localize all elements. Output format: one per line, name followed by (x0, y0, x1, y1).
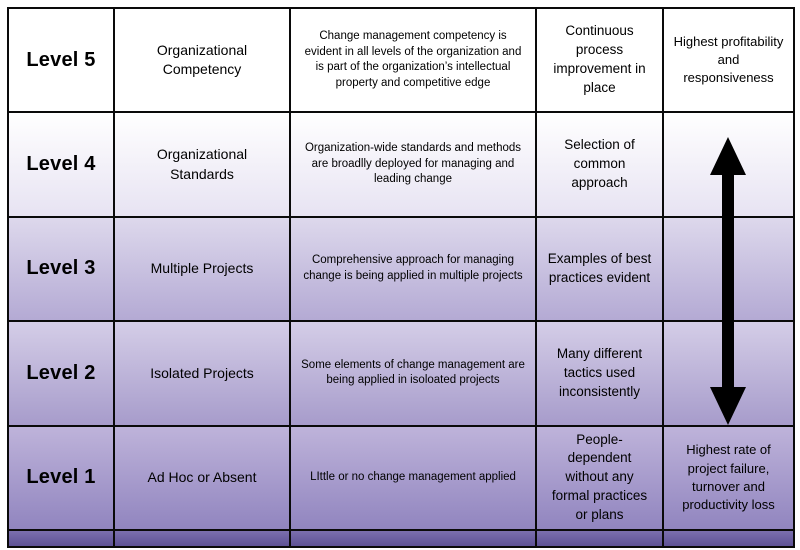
level-cell: Level 4 (9, 113, 115, 218)
footer-strip (664, 531, 793, 546)
maturity-name-cell: Multiple Projects (115, 217, 291, 323)
maturity-name-cell: Ad Hoc or Absent (115, 426, 291, 531)
characteristic-cell: Selection of common approach (537, 113, 664, 218)
description-cell: Comprehensive approach for managing chan… (291, 217, 537, 323)
level-cell: Level 2 (9, 322, 115, 427)
characteristic-cell: Continuous process improvement in place (537, 9, 664, 114)
outcome-cell (664, 217, 793, 323)
footer-strip (9, 531, 115, 546)
outcome-cell: Highest rate of project failure, turnove… (664, 426, 793, 531)
footer-strip (115, 531, 291, 546)
characteristic-cell: Many different tactics used inconsistent… (537, 322, 664, 427)
outcome-cell (664, 113, 793, 218)
level-cell: Level 1 (9, 426, 115, 531)
outcome-cell: Highest profitability and responsiveness (664, 9, 793, 114)
characteristic-cell: People-dependent without any formal prac… (537, 426, 664, 531)
maturity-model-table: Level 5 Organizational Competency Change… (7, 7, 795, 548)
description-cell: Organization-wide standards and methods … (291, 113, 537, 218)
level-cell: Level 3 (9, 217, 115, 323)
description-cell: Some elements of change management are b… (291, 322, 537, 427)
outcome-cell (664, 322, 793, 427)
characteristic-cell: Examples of best practices evident (537, 217, 664, 323)
description-cell: Change management competency is evident … (291, 9, 537, 114)
footer-strip (537, 531, 664, 546)
description-cell: LIttle or no change management applied (291, 426, 537, 531)
maturity-name-cell: Organizational Standards (115, 113, 291, 218)
maturity-name-cell: Isolated Projects (115, 322, 291, 427)
maturity-name-cell: Organizational Competency (115, 9, 291, 114)
level-cell: Level 5 (9, 9, 115, 114)
footer-strip (291, 531, 537, 546)
